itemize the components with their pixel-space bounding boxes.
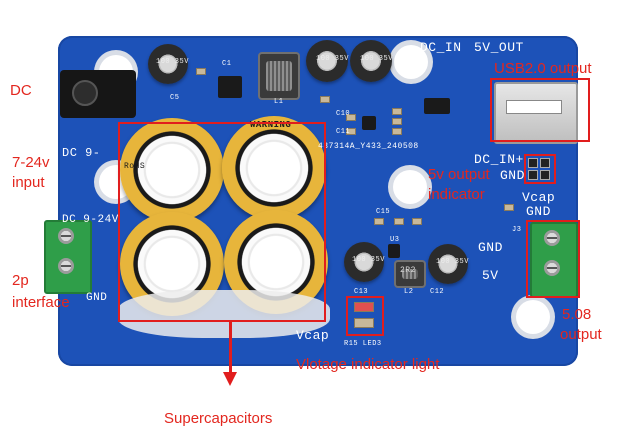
smd-part	[504, 204, 514, 211]
silk-gnd-mid: GND	[500, 168, 525, 183]
mounting-hole-bottom-right	[516, 300, 550, 334]
supercapacitor-top-left	[120, 118, 224, 222]
silk-l1: L1	[274, 98, 284, 106]
cap-label: 100 35V	[316, 55, 349, 63]
smd-part	[346, 114, 356, 121]
led-resistor	[354, 318, 374, 328]
supercap-rohs: RoHS	[124, 162, 146, 171]
annotation-voltage-light: Vlotage indicator light	[296, 356, 440, 373]
inductor-l2	[394, 260, 426, 288]
indicator-pin	[540, 158, 550, 168]
silk-u3: U3	[390, 236, 400, 244]
silk-c13: C13	[354, 288, 369, 296]
inductor-mark: 2R2	[400, 266, 416, 275]
silk-c10: C10	[336, 110, 351, 118]
mounting-hole-mid-right	[393, 170, 427, 204]
indicator-pin	[528, 158, 538, 168]
smd-part	[394, 218, 404, 225]
silk-dc-9-short: DC 9-	[62, 146, 101, 160]
smd-part	[412, 218, 422, 225]
annotation-indicator-line2: indicator	[428, 186, 485, 203]
silk-gnd-left: GND	[86, 292, 108, 304]
supercapacitor-top-right	[222, 116, 326, 220]
electrolytic-capacitor	[350, 40, 392, 82]
ic-chip-u3	[388, 244, 400, 258]
electrolytic-capacitor	[428, 244, 468, 284]
ic-chip-right	[424, 98, 450, 114]
silk-gnd-right: GND	[526, 204, 551, 219]
silk-c11: C11	[336, 128, 351, 136]
smd-part	[320, 96, 330, 103]
supercapacitors-highlight-box	[118, 122, 326, 322]
silk-vcap-bottom: Vcap	[296, 328, 330, 343]
smd-part	[374, 218, 384, 225]
ic-chip-u2	[362, 116, 376, 130]
silk-c5: C5	[170, 94, 180, 102]
silk-part-code: 437314A_Y433_240508	[318, 142, 419, 151]
silk-dc-9-24v: DC 9-24V	[62, 214, 119, 226]
indicator-pin	[528, 170, 538, 180]
indicator-highlight-box	[524, 154, 556, 184]
smd-part	[392, 118, 402, 125]
usb-output-highlight-box	[490, 78, 590, 142]
usb-a-port	[494, 82, 578, 144]
inductor-l1	[258, 52, 300, 100]
silk-5v-terminal: 5V	[482, 268, 499, 283]
silk-r15-led3: R15 LED3	[344, 340, 382, 348]
silk-dc-in-plus: DC_IN+	[474, 152, 524, 167]
cap-label: 100 35V	[156, 58, 189, 66]
silk-c15: C15	[376, 208, 391, 216]
electrolytic-capacitor	[344, 242, 384, 282]
smd-part	[346, 128, 356, 135]
terminal-screw	[58, 228, 74, 244]
smd-part	[392, 128, 402, 135]
electrolytic-capacitor	[306, 40, 348, 82]
ic-chip-u1	[218, 76, 242, 98]
led-indicator	[354, 302, 374, 312]
silk-gnd-terminal: GND	[478, 240, 503, 255]
silk-c12: C12	[430, 288, 445, 296]
cap-label: 100 35V	[360, 55, 393, 63]
supercapacitor-base-shadow	[118, 290, 330, 338]
annotation-input-range-line1: 7-24v	[12, 154, 50, 171]
annotation-terminal-line1: 5.08	[562, 306, 592, 323]
terminal-output-highlight-box	[526, 220, 580, 298]
annotation-indicator-line1: 5v output	[428, 166, 490, 183]
annotation-interface-line2: interface	[12, 294, 70, 311]
mounting-hole-top-right	[394, 45, 428, 79]
silk-dc-in: DC_IN	[420, 40, 462, 55]
annotation-terminal-line2: output	[560, 326, 602, 343]
smd-part	[392, 108, 402, 115]
annotation-arrow-head	[223, 372, 237, 386]
dc-barrel-jack	[60, 70, 136, 118]
terminal-screw	[544, 230, 560, 246]
indicator-pin	[540, 170, 550, 180]
annotation-arrow-line	[229, 322, 232, 378]
silk-5v-out: 5V_OUT	[474, 40, 524, 55]
annotation-supercapacitors: Supercapacitors	[164, 410, 273, 427]
electrolytic-capacitor	[148, 44, 188, 84]
annotation-input-range-line2: input	[12, 174, 45, 191]
cap-label: 100 35V	[352, 256, 385, 264]
silk-c1: C1	[222, 60, 232, 68]
terminal-screw	[544, 260, 560, 276]
annotation-dc: DC	[10, 82, 32, 99]
cap-label: 100 35V	[436, 258, 469, 266]
smd-part	[196, 68, 206, 75]
voltage-light-highlight-box	[346, 296, 384, 336]
supercap-brand: WARNING	[250, 120, 292, 130]
silk-vcap-right: Vcap	[522, 190, 556, 205]
terminal-screw	[58, 258, 74, 274]
silk-l2: L2	[404, 288, 414, 296]
annotation-usb-output: USB2.0 output	[494, 60, 592, 77]
silk-j3: J3	[512, 226, 522, 234]
annotation-interface-line1: 2p	[12, 272, 29, 289]
